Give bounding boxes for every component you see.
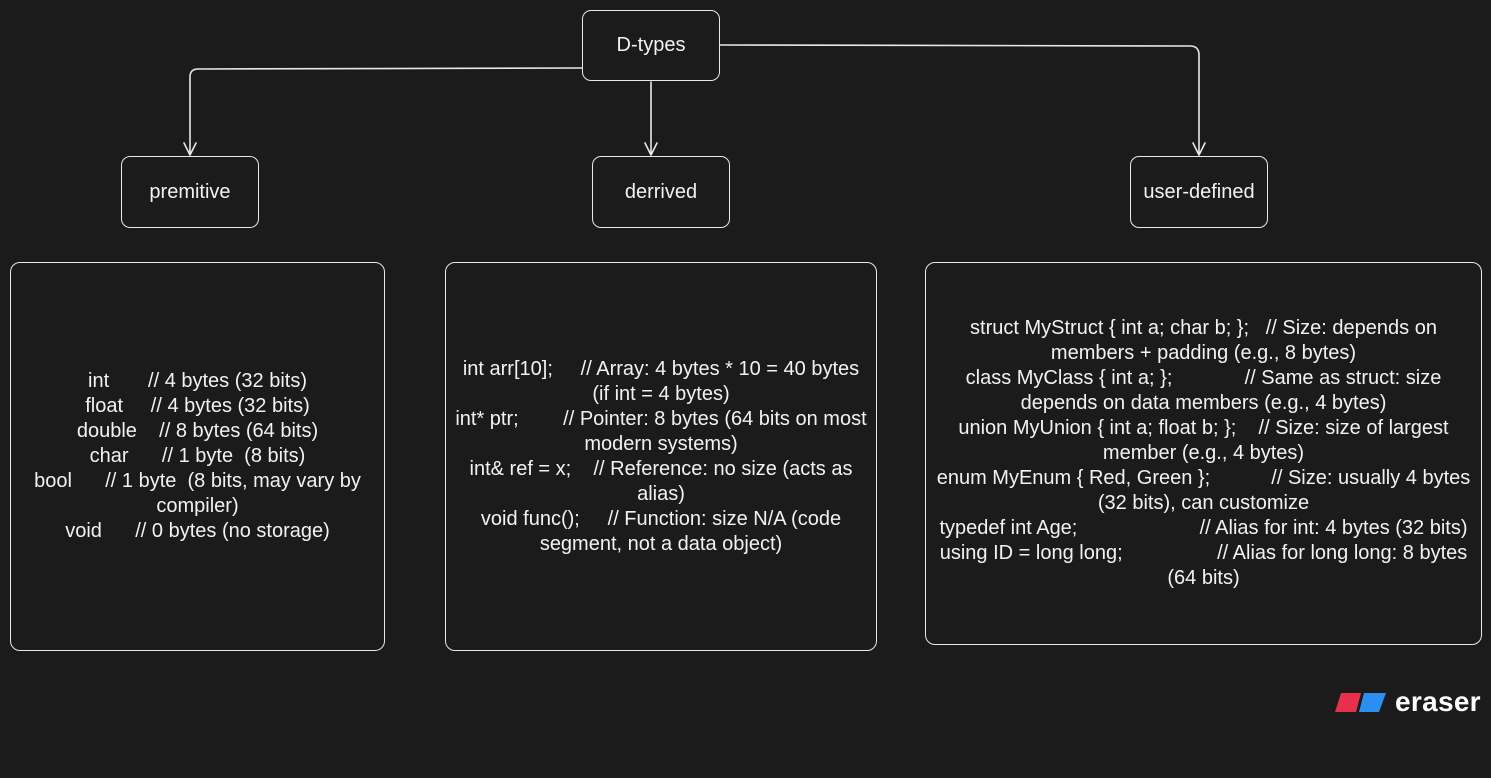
node-premitive-label: premitive bbox=[149, 180, 231, 203]
logo-blue-shape bbox=[1359, 693, 1386, 712]
node-user-defined[interactable]: user-defined bbox=[1130, 156, 1268, 228]
arrowhead-premitive bbox=[183, 142, 197, 156]
user-defined-types-text: struct MyStruct { int a; char b; }; // S… bbox=[936, 317, 1471, 589]
eraser-logo-text: eraser bbox=[1395, 686, 1481, 717]
derrived-types-text: int arr[10]; // Array: 4 bytes * 10 = 40… bbox=[455, 357, 867, 555]
node-d-types-label: D-types bbox=[616, 34, 686, 56]
logo-red-shape bbox=[1335, 693, 1361, 712]
derrived-types-box[interactable]: int arr[10]; // Array: 4 bytes * 10 = 40… bbox=[445, 262, 877, 651]
node-derrived[interactable]: derrived bbox=[592, 156, 730, 228]
node-derrived-label: derrived bbox=[624, 180, 698, 203]
node-premitive[interactable]: premitive bbox=[121, 156, 259, 228]
connector-root-premitive bbox=[189, 67, 583, 155]
eraser-logo: eraser bbox=[1334, 686, 1481, 718]
user-defined-types-box[interactable]: struct MyStruct { int a; char b; }; // S… bbox=[925, 262, 1482, 645]
arrowhead-user-defined bbox=[1192, 142, 1206, 156]
connector-root-user-defined bbox=[719, 44, 1200, 155]
premitive-types-text: int // 4 bytes (32 bits) float // 4 byte… bbox=[34, 370, 361, 542]
premitive-types-box[interactable]: int // 4 bytes (32 bits) float // 4 byte… bbox=[10, 262, 385, 651]
arrowhead-derrived bbox=[644, 142, 658, 156]
node-user-defined-label: user-defined bbox=[1143, 180, 1255, 203]
node-d-types[interactable]: D-types bbox=[582, 10, 720, 81]
eraser-logo-icon bbox=[1335, 693, 1386, 712]
